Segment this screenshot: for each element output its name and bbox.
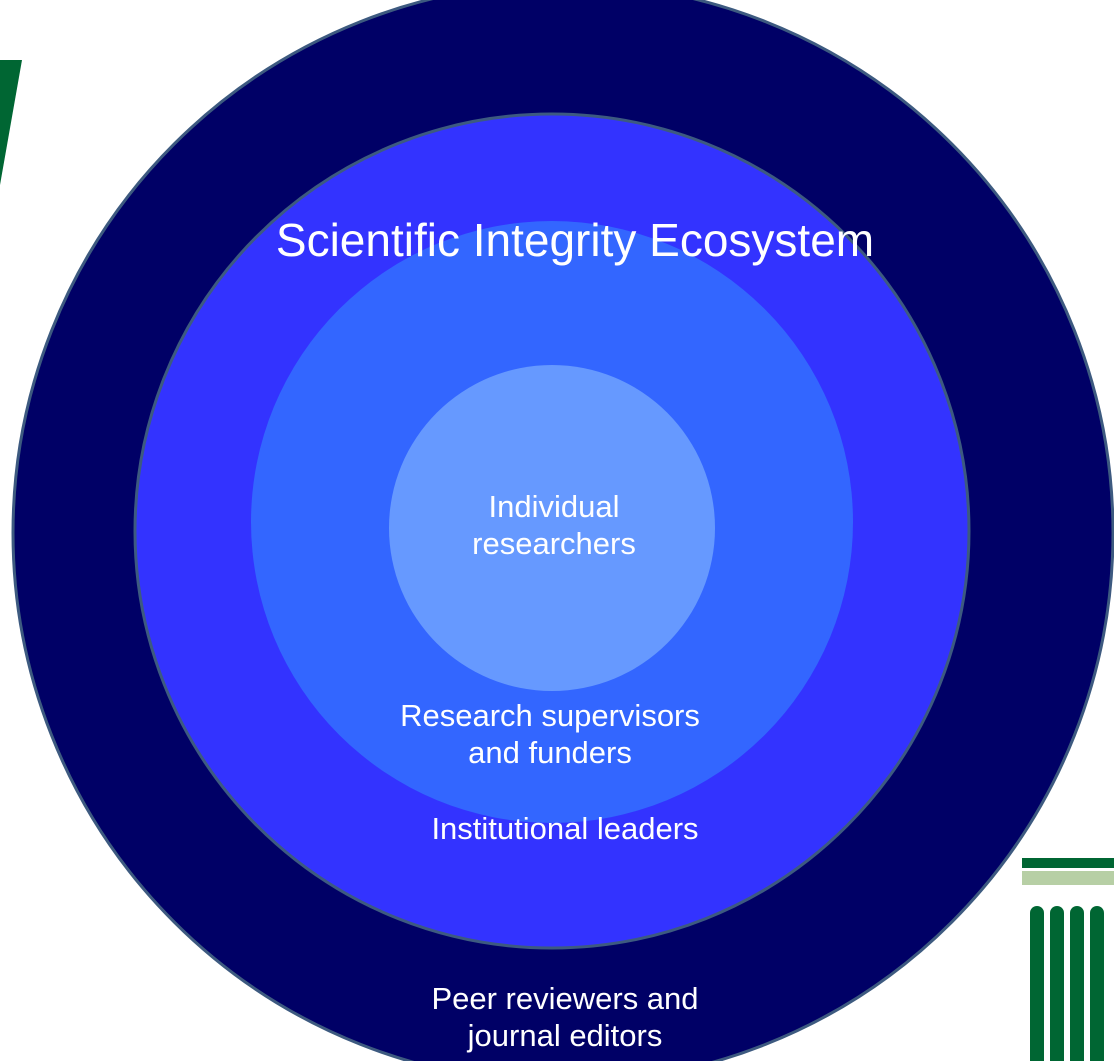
label-institutional-leaders: Institutional leaders: [431, 811, 699, 846]
logo-icon: [1022, 858, 1114, 1061]
green-accent-shape: [0, 60, 22, 185]
ring-individual-researchers: [389, 365, 715, 691]
label-peer-reviewers: Peer reviewers and journal editors: [431, 981, 699, 1054]
label-research-supervisors: Research supervisors and funders: [400, 698, 700, 771]
diagram-title: Scientific Integrity Ecosystem: [275, 214, 875, 266]
label-individual-researchers: Individual researchers: [472, 489, 636, 562]
